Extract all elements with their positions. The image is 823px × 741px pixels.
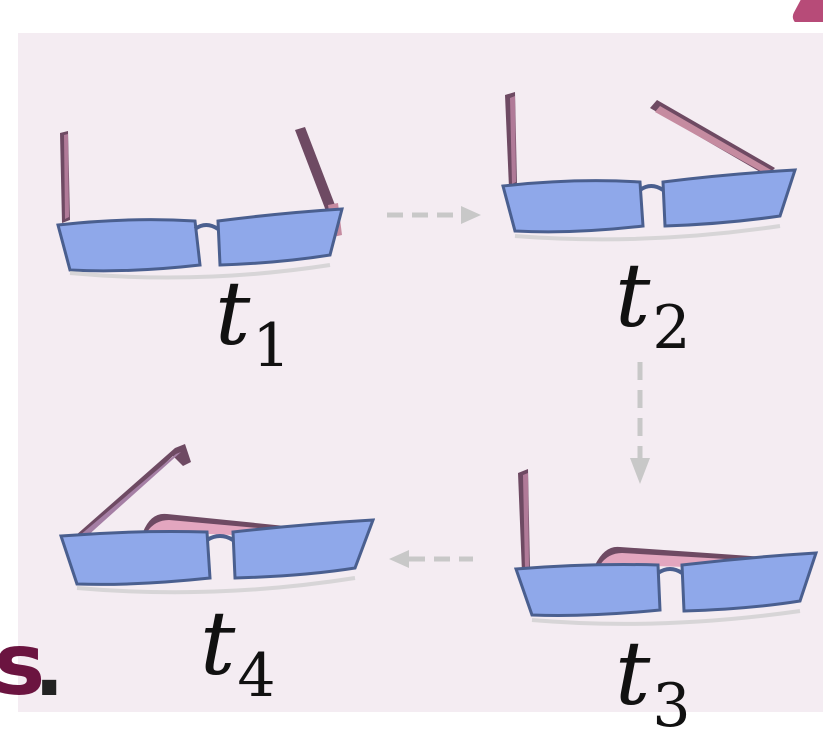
label-t4-base: t	[200, 592, 236, 695]
corner-decoration	[790, 0, 823, 22]
label-t1-base: t	[215, 262, 251, 365]
label-t2-subscript: 2	[652, 293, 691, 363]
glasses-state-4	[58, 444, 375, 595]
glasses-state-3	[513, 469, 819, 626]
fragment-period: .	[34, 621, 65, 714]
label-t3: t3	[615, 630, 691, 737]
arrow-t3-to-t4	[389, 550, 473, 568]
arrow-t2-to-t3	[630, 362, 650, 484]
label-t4-subscript: 4	[237, 641, 276, 711]
label-t1: t1	[215, 270, 291, 377]
glasses-state-1	[56, 127, 344, 280]
fragment-letter: s	[0, 615, 46, 715]
arrow-t1-to-t2	[387, 206, 481, 224]
glasses-state-2	[501, 92, 798, 242]
label-t3-base: t	[615, 622, 651, 725]
label-t4: t4	[200, 600, 276, 707]
label-t3-subscript: 3	[652, 671, 691, 741]
label-t1-subscript: 1	[252, 311, 291, 381]
label-t2-base: t	[615, 244, 651, 347]
label-t2: t2	[615, 252, 691, 359]
